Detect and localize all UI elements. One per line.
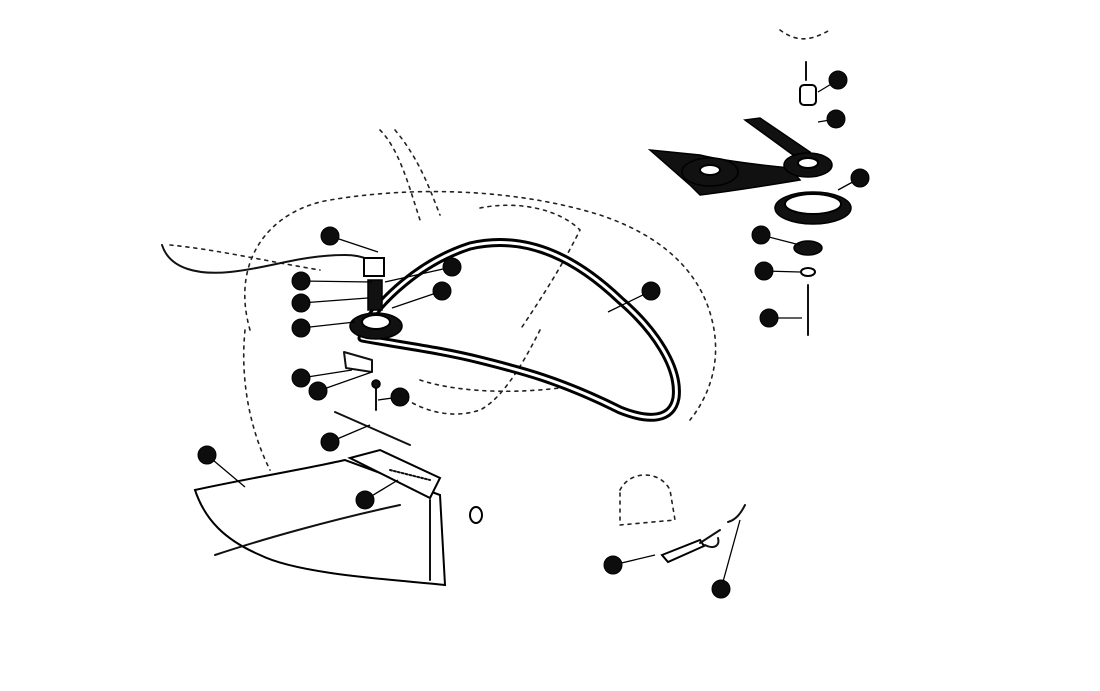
callout-marker-c08 — [291, 368, 311, 388]
drive-belt — [357, 238, 681, 422]
callout-marker-c02 — [291, 271, 311, 291]
callout-marker-c21 — [711, 579, 731, 599]
control-cable — [161, 244, 383, 274]
callout-marker-c17 — [751, 225, 771, 245]
callout-marker-c06 — [291, 318, 311, 338]
callout-leader-c03 — [384, 266, 453, 283]
ghost-deck-outline — [169, 29, 831, 526]
discharge-chute — [193, 411, 483, 587]
callout-marker-c04 — [291, 293, 311, 313]
callout-marker-c12 — [197, 445, 217, 465]
callout-marker-c15 — [826, 109, 846, 129]
callout-marker-c03 — [442, 257, 462, 277]
callout-marker-c11 — [320, 432, 340, 452]
callout-marker-c01 — [320, 226, 340, 246]
callout-leader-c02 — [300, 280, 373, 283]
callout-leader-c04 — [300, 297, 369, 304]
callout-marker-c18 — [754, 261, 774, 281]
callout-marker-c20 — [603, 555, 623, 575]
callout-marker-c05 — [432, 281, 452, 301]
callout-markers — [197, 70, 870, 599]
pin-and-clip — [660, 504, 746, 564]
callout-marker-c19 — [759, 308, 779, 328]
spindle-pulley-assembly — [647, 61, 852, 336]
callout-marker-c13 — [355, 490, 375, 510]
callout-marker-c16 — [850, 168, 870, 188]
callout-leader-c21 — [720, 519, 741, 590]
callout-marker-c07 — [641, 281, 661, 301]
callout-marker-c14 — [828, 70, 848, 90]
callout-leader-c09 — [317, 371, 373, 392]
callout-marker-c09 — [308, 381, 328, 401]
callout-marker-c10 — [390, 387, 410, 407]
